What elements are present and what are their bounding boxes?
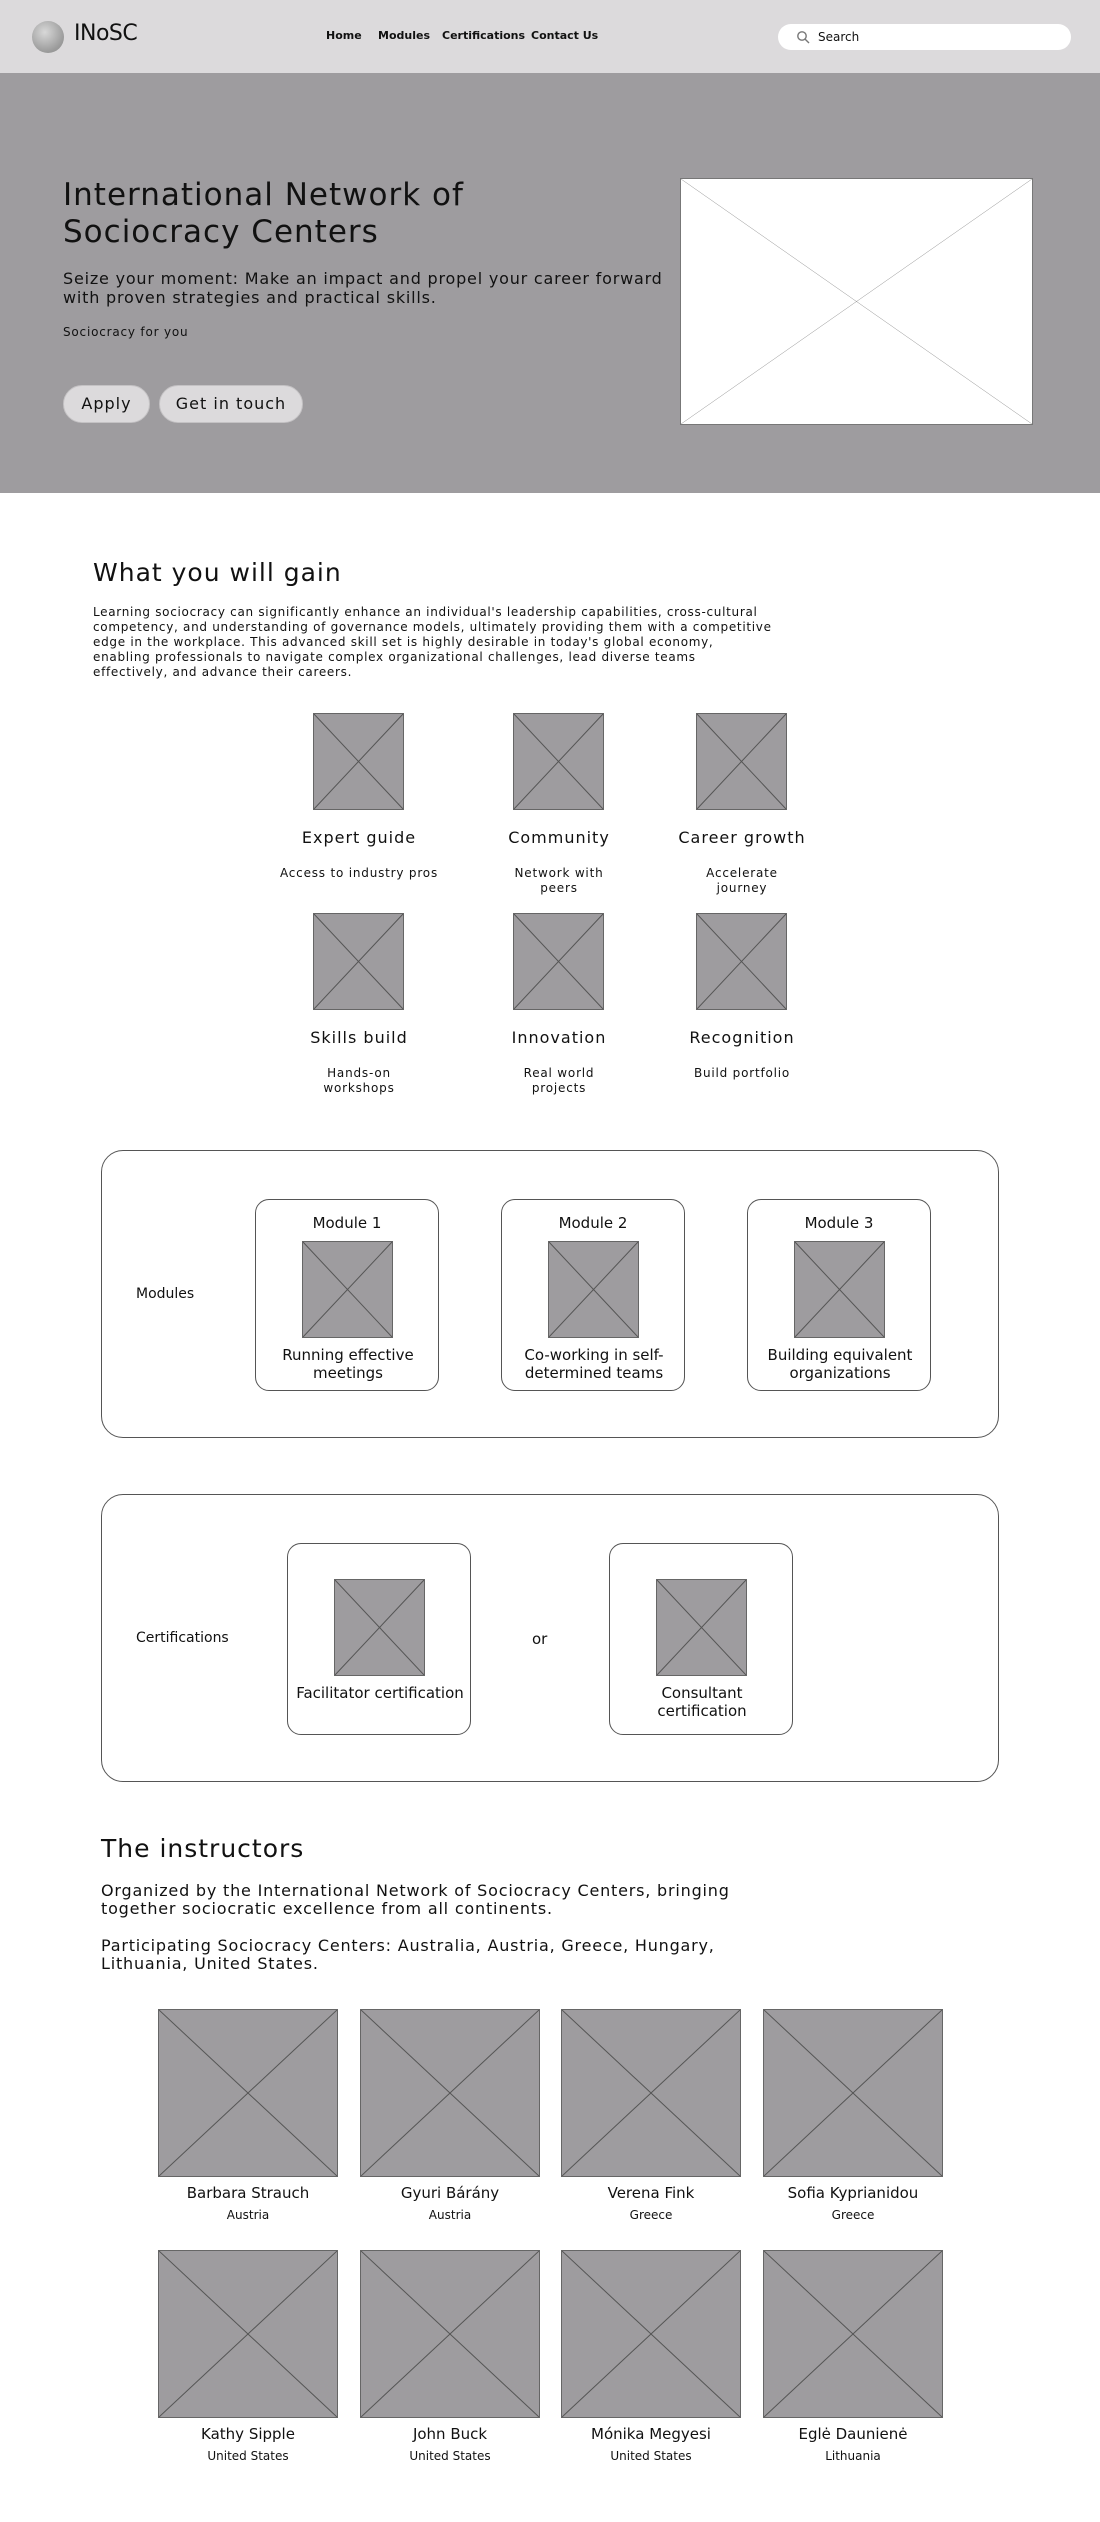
instructor-photo xyxy=(561,2250,741,2418)
instructor-name: Verena Fink xyxy=(607,2184,695,2202)
logo-icon[interactable] xyxy=(32,21,64,53)
certifications-label: Certifications xyxy=(136,1630,229,1646)
instructor-country: United States xyxy=(610,2449,692,2463)
nav-home[interactable]: Home xyxy=(326,29,362,42)
module-title: Module 2 xyxy=(558,1214,628,1232)
instructor-country: Austria xyxy=(428,2208,472,2222)
search-input[interactable] xyxy=(818,27,1058,47)
feature-desc: Network with peers xyxy=(514,866,604,895)
instructor-name: Gyuri Bárány xyxy=(400,2184,500,2202)
module-title: Module 3 xyxy=(804,1214,874,1232)
site-header: INoSC Home Modules Certifications Contac… xyxy=(0,0,1100,73)
gain-title: What you will gain xyxy=(93,558,342,587)
instructor-name: Sofia Kyprianidou xyxy=(787,2184,919,2202)
modules-section xyxy=(101,1150,999,1438)
certifications-section xyxy=(101,1494,999,1782)
search-icon xyxy=(797,31,810,44)
nav-contact-us[interactable]: Contact Us xyxy=(531,29,599,42)
search-bar[interactable] xyxy=(778,24,1071,50)
logo-text[interactable]: INoSC xyxy=(74,21,138,46)
instructor-name: John Buck xyxy=(412,2425,488,2443)
instructor-photo xyxy=(763,2009,943,2177)
hero-tagline: Sociocracy for you xyxy=(63,325,189,339)
module-caption: Building equivalent organizations xyxy=(767,1346,913,1382)
nav-certifications[interactable]: Certifications xyxy=(442,29,526,42)
instructor-country: Austria xyxy=(226,2208,270,2222)
module-image xyxy=(302,1241,393,1338)
instructors-intro: Organized by the International Network o… xyxy=(101,1881,730,1918)
feature-title: Skills build xyxy=(310,1028,408,1047)
hero-image-placeholder xyxy=(680,178,1033,425)
instructor-country: Greece xyxy=(831,2208,875,2222)
feature-title: Recognition xyxy=(689,1028,795,1047)
feature-image-recognition xyxy=(696,913,787,1010)
instructor-country: Lithuania xyxy=(825,2449,881,2463)
module-caption: Running effective meetings xyxy=(282,1346,414,1382)
instructor-photo xyxy=(763,2250,943,2418)
instructor-photo xyxy=(158,2250,338,2418)
feature-image-skills-build xyxy=(313,913,404,1010)
hero-subtitle: Seize your moment: Make an impact and pr… xyxy=(63,269,663,307)
instructors-centers: Participating Sociocracy Centers: Austra… xyxy=(101,1936,715,1973)
certification-caption: Facilitator certification xyxy=(296,1684,464,1702)
instructor-name: Eglė Daunienė xyxy=(798,2425,908,2443)
instructor-country: Greece xyxy=(629,2208,673,2222)
instructors-title: The instructors xyxy=(101,1834,305,1863)
instructor-photo xyxy=(158,2009,338,2177)
feature-image-expert-guide xyxy=(313,713,404,810)
feature-title: Career growth xyxy=(678,828,806,847)
module-card-1[interactable]: Module 1 Running effective meetings xyxy=(255,1199,439,1391)
hero-section: International Network of Sociocracy Cent… xyxy=(0,73,1100,493)
feature-desc: Build portfolio xyxy=(693,1066,791,1080)
feature-image-community xyxy=(513,713,604,810)
feature-desc: Access to industry pros xyxy=(279,866,438,880)
feature-title: Community xyxy=(508,828,610,847)
certification-image xyxy=(656,1579,747,1676)
get-in-touch-button[interactable]: Get in touch xyxy=(159,385,303,423)
feature-desc: Hands-on workshops xyxy=(323,1066,395,1095)
instructor-photo xyxy=(360,2009,540,2177)
gain-description: Learning sociocracy can significantly en… xyxy=(93,605,772,679)
module-image xyxy=(548,1241,639,1338)
apply-button[interactable]: Apply xyxy=(63,385,150,423)
instructor-country: United States xyxy=(207,2449,289,2463)
instructor-name: Kathy Sipple xyxy=(201,2425,295,2443)
certification-card-consultant[interactable]: Consultant certification xyxy=(609,1543,793,1735)
feature-title: Innovation xyxy=(511,1028,607,1047)
instructor-name: Barbara Strauch xyxy=(186,2184,310,2202)
feature-desc: Real world projects xyxy=(523,1066,595,1095)
nav-modules[interactable]: Modules xyxy=(378,29,430,42)
certification-caption: Consultant certification xyxy=(657,1684,747,1720)
hero-title: International Network of Sociocracy Cent… xyxy=(63,177,464,250)
or-text: or xyxy=(532,1630,548,1648)
module-card-2[interactable]: Module 2 Co-working in self-determined t… xyxy=(501,1199,685,1391)
feature-desc: Accelerate journey xyxy=(706,866,778,895)
instructor-photo xyxy=(561,2009,741,2177)
instructor-country: United States xyxy=(409,2449,491,2463)
certification-image xyxy=(334,1579,425,1676)
modules-label: Modules xyxy=(136,1286,195,1302)
module-title: Module 1 xyxy=(312,1214,382,1232)
certification-card-facilitator[interactable]: Facilitator certification xyxy=(287,1543,471,1735)
feature-image-career-growth xyxy=(696,713,787,810)
module-image xyxy=(794,1241,885,1338)
instructor-name: Mónika Megyesi xyxy=(591,2425,711,2443)
feature-image-innovation xyxy=(513,913,604,1010)
feature-title: Expert guide xyxy=(301,828,417,847)
module-card-3[interactable]: Module 3 Building equivalent organizatio… xyxy=(747,1199,931,1391)
module-caption: Co-working in self-determined teams xyxy=(524,1346,664,1382)
instructor-photo xyxy=(360,2250,540,2418)
